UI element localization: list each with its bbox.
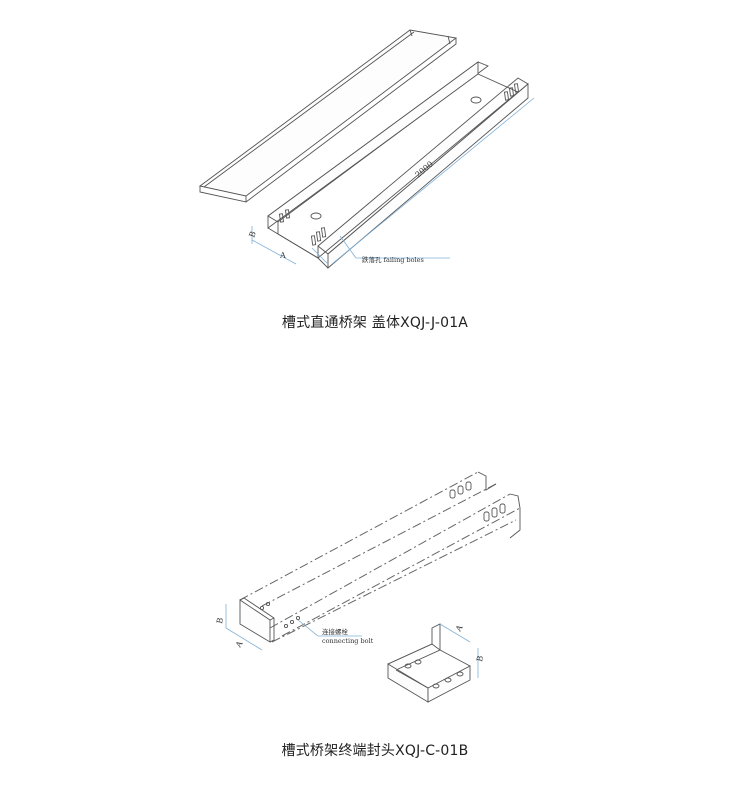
dim-b-label: B (247, 230, 258, 239)
fig2-dim-b-label: B (215, 617, 225, 624)
endcap-dim-b-label: B (475, 655, 485, 662)
slots-far (503, 83, 520, 101)
straight-tray-drawing: 2000 A B 跌落孔 failing boles (198, 29, 535, 269)
bolt-callout-en: connecting bolt (322, 637, 374, 645)
figure2-caption: 槽式桥架终端封头XQJ-C-01B (281, 743, 469, 759)
drop-hole-callout: 跌落孔 failing boles (362, 255, 424, 264)
fig2-dim-a-label: A (233, 639, 244, 650)
figure1-caption: 槽式直通桥架 盖体XQJ-J-01A (281, 315, 469, 331)
end-cap-drawing: B A 连接螺栓 connecting bolt A B (215, 471, 521, 703)
figure-straight-tray: 2000 A B 跌落孔 failing boles 槽式直通桥架 盖体XQJ-… (0, 0, 750, 360)
endcap-dim-a-label: A (453, 623, 464, 634)
end-cap-attached (239, 597, 301, 643)
figure-end-cap: B A 连接螺栓 connecting bolt A B 槽式桥架终端封头XQJ… (0, 380, 750, 800)
dimensions-fig2 (225, 604, 362, 651)
dimensions (251, 97, 535, 265)
tray-cover (198, 29, 458, 203)
drop-hole-far (470, 96, 482, 104)
slots-near (278, 209, 327, 246)
bolt-callout-cn: 连接螺栓 (322, 627, 349, 636)
dim-a-label: A (279, 251, 286, 260)
endcap-dimensions (439, 623, 479, 678)
phantom-tray (239, 471, 521, 643)
tray-body (267, 61, 529, 269)
drop-hole-near (310, 212, 322, 220)
end-cap-detached (387, 623, 471, 703)
far-slots (449, 481, 506, 522)
